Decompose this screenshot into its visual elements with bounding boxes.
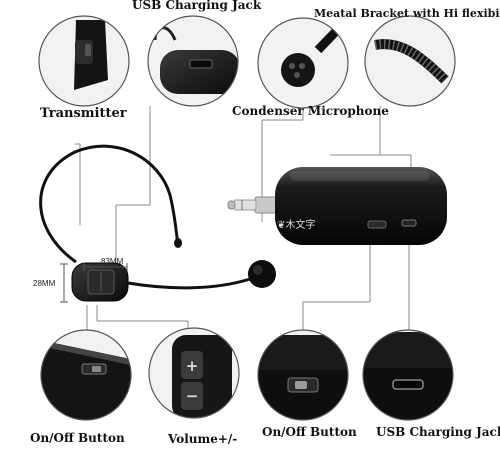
detail-microphone-capsule (258, 18, 348, 108)
guide-lines (75, 106, 412, 330)
label-transmitter: Transmitter (40, 106, 127, 121)
detail-gooseneck (365, 16, 455, 106)
label-onoff-left: On/Off Button (30, 431, 125, 445)
label-condenser-microphone: Condenser Microphone (232, 104, 389, 118)
detail-receiver-switch (258, 330, 348, 420)
volume-plus-icon: + (186, 357, 199, 375)
volume-minus-icon: − (186, 387, 199, 405)
dimension-height: 28MM (33, 279, 56, 288)
label-metal-bracket: Meatal Bracket with Hi flexibil (314, 7, 500, 20)
detail-volume-buttons (149, 328, 239, 418)
label-volume: Volume+/- (168, 432, 238, 446)
watermark: ❦木文字 (277, 220, 316, 231)
receiver (227, 167, 447, 245)
detail-usb-jack-top (148, 16, 238, 106)
detail-transmitter-top (39, 16, 129, 106)
label-onoff-right: On/Off Button (262, 425, 357, 439)
label-usb-charging-jack-bottom: USB Charging Jack (376, 425, 500, 439)
detail-receiver-usb (363, 330, 453, 420)
dimension-markers (60, 263, 128, 303)
headset (39, 144, 276, 302)
label-usb-charging-jack-top: USB Charging Jack (132, 0, 262, 12)
detail-transmitter-switch (41, 330, 131, 420)
dimension-length: 83MM (101, 257, 124, 266)
